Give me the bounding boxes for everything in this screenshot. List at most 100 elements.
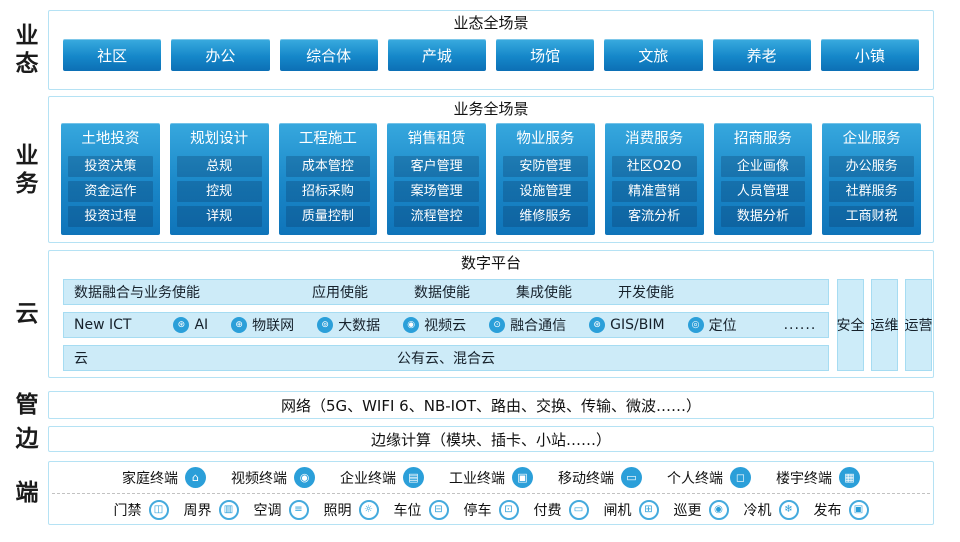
ict-label: 融合通信	[510, 318, 567, 334]
terminal-label: 视频终端	[231, 470, 287, 487]
device-label: 发布	[813, 502, 842, 519]
scene-venue: 场馆	[496, 39, 595, 71]
business-item: 投资过程	[68, 206, 153, 227]
business-item: 控规	[176, 181, 262, 202]
ict-bigdata: ⊚ 大数据	[317, 315, 380, 335]
business-title: 业务全场景	[453, 100, 529, 118]
business-item: 安防管理	[503, 156, 588, 177]
enable-app: 应用使能	[312, 285, 368, 301]
personal-terminal-icon: ◻	[730, 467, 751, 488]
industrial-terminal: 工业终端 ▣	[449, 467, 533, 488]
cloud-bar: 云 公有云、混合云	[63, 345, 829, 371]
business-item: 客户管理	[394, 156, 479, 177]
parking-space-device: 车位 ⊟	[393, 499, 449, 520]
terminal-label: 楼宇终端	[776, 470, 832, 487]
scene-community: 社区	[63, 39, 162, 71]
business-col-construction: 工程施工 成本管控 招标采购 质量控制	[278, 123, 378, 235]
ict-label: GIS/BIM	[610, 317, 665, 333]
business-item: 维修服务	[503, 206, 588, 227]
terminal-label: 个人终端	[667, 470, 723, 487]
publish-device: 发布 ▣	[813, 499, 869, 520]
business-col-header: 销售租赁	[407, 131, 466, 147]
business-item: 工商财税	[829, 206, 914, 227]
mobile-terminal: 移动终端 ▭	[558, 467, 642, 488]
device-label: 付费	[533, 502, 562, 519]
business-item: 企业画像	[720, 156, 806, 177]
business-item: 投资决策	[68, 156, 153, 177]
gate-device: 闸机 ⊞	[603, 499, 659, 520]
door-access-icon: ◫	[148, 499, 169, 520]
perimeter-device: 周界 ▥	[183, 499, 239, 520]
terminal-label: 移动终端	[558, 470, 614, 487]
aircon-icon: ≡	[288, 499, 309, 520]
scene-culture-tourism: 文旅	[604, 39, 703, 71]
ict-label: 定位	[708, 318, 737, 334]
lighting-icon: ☼	[358, 499, 379, 520]
parking-device: 停车 ⊡	[464, 499, 519, 520]
ict-video-cloud: ◉ 视频云	[403, 315, 466, 335]
building-terminal-icon: ▦	[839, 467, 860, 488]
video-terminal: 视频终端 ◉	[231, 467, 315, 488]
payment-icon: ▭	[568, 499, 589, 520]
business-item: 精准营销	[611, 181, 697, 202]
business-item: 总规	[176, 156, 262, 177]
device-label: 巡更	[673, 502, 702, 519]
scene-button-row: 社区 办公 综合体 产城 场馆 文旅 养老 小镇	[63, 39, 919, 71]
business-item: 流程管控	[394, 206, 479, 227]
ict-converged-comms: ⊙ 融合通信	[489, 315, 566, 335]
home-terminal-icon: ⌂	[185, 467, 206, 488]
cloud-left-label: 云	[74, 351, 88, 367]
rail-label-pipe: 管	[15, 392, 39, 418]
ai-icon: ⊛	[173, 317, 190, 333]
business-col-sales-leasing: 销售租赁 客户管理 案场管理 流程管控	[387, 123, 486, 235]
converged-comms-icon: ⊙	[489, 317, 506, 333]
ict-label: 视频云	[424, 318, 467, 334]
business-col-land-investment: 土地投资 投资决策 资金运作 投资过程	[61, 123, 160, 235]
enterprise-terminal-icon: ▤	[403, 467, 424, 488]
device-label: 车位	[393, 502, 422, 519]
business-col-header: 招商服务	[733, 131, 792, 147]
mobile-terminal-icon: ▭	[621, 467, 642, 488]
payment-device: 付费 ▭	[533, 499, 589, 520]
edge-text: 边缘计算（模块、插卡、小站……）	[370, 430, 611, 449]
publish-icon: ▣	[848, 499, 869, 520]
parking-icon: ⊡	[498, 499, 519, 520]
gate-icon: ⊞	[638, 499, 659, 520]
business-item: 资金运作	[68, 181, 153, 202]
rail-label-business-format: 业态	[15, 23, 39, 77]
ict-iot: ⊕ 物联网	[231, 315, 294, 335]
business-item: 成本管控	[285, 156, 371, 177]
platform-title: 数字平台	[460, 254, 521, 272]
terminal-label: 工业终端	[449, 470, 505, 487]
device-label: 闸机	[603, 502, 632, 519]
new-ict-label: New ICT	[74, 317, 132, 333]
terminal-type-row: 家庭终端 ⌂ 视频终端 ◉ 企业终端 ▤ 工业终端 ▣ 移动终端 ▭ 个人终端 …	[49, 462, 933, 493]
business-col-property-service: 物业服务 安防管理 设施管理 维修服务	[496, 123, 595, 235]
rail-label-business: 业务	[15, 142, 39, 197]
device-label: 门禁	[113, 502, 142, 519]
enable-items: 应用使能 数据使能 集成使能 开发使能	[312, 282, 674, 302]
business-col-header: 消费服务	[625, 131, 684, 147]
business-item: 设施管理	[503, 181, 588, 202]
personal-terminal: 个人终端 ◻	[667, 467, 751, 488]
business-item: 人员管理	[720, 181, 806, 202]
business-item: 详规	[176, 206, 262, 227]
enable-bar: 数据融合与业务使能 应用使能 数据使能 集成使能 开发使能	[63, 279, 829, 305]
business-panel: 业务全场景 土地投资 投资决策 资金运作 投资过程 规划设计 总规 控规 详规 …	[48, 96, 934, 243]
business-col-header: 土地投资	[81, 131, 140, 147]
business-item: 社区O2O	[611, 156, 697, 177]
business-item: 案场管理	[394, 181, 479, 202]
ict-location: ◎ 定位	[687, 315, 737, 335]
rail-label-terminal: 端	[15, 480, 39, 506]
parking-space-icon: ⊟	[428, 499, 449, 520]
device-label: 空调	[253, 502, 282, 519]
enable-data: 数据使能	[414, 285, 470, 301]
device-label: 周界	[183, 502, 212, 519]
business-col-header: 工程施工	[298, 131, 357, 147]
scene-industry-city: 产城	[387, 39, 486, 71]
industrial-terminal-icon: ▣	[512, 467, 533, 488]
business-col-header: 企业服务	[842, 131, 901, 147]
business-col-investment-attraction: 招商服务 企业画像 人员管理 数据分析	[713, 123, 813, 235]
pillar-operations: 运维	[871, 279, 899, 371]
device-label: 冷机	[743, 502, 772, 519]
